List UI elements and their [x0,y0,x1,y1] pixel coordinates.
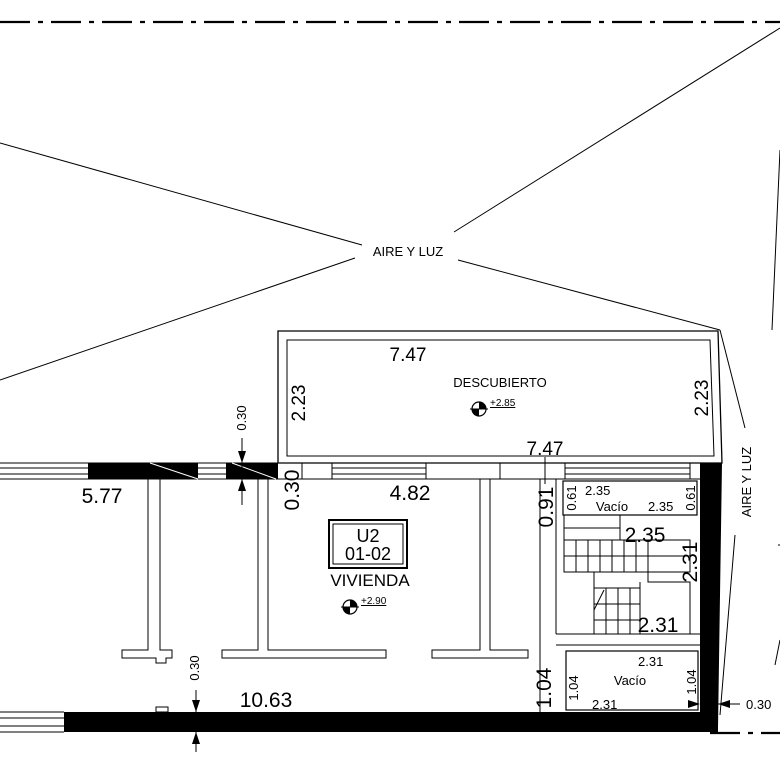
upper-wall [0,462,700,480]
level-vivienda: +2.90 [361,596,387,607]
staircase [563,515,691,635]
dim-descubierto-width-top: 7.47 [390,345,427,366]
right-wall [700,463,722,728]
dim-total-bottom-width: 10.63 [240,689,293,712]
dim-left-room-width: 5.77 [82,485,123,508]
unit-tag-box [328,519,408,569]
vacio-bottom-label: Vacío [614,673,646,688]
unit-number: 01-02 [345,544,391,564]
dim-marker-bottom [192,690,200,752]
dim-descubierto-height-right: 2.23 [692,380,713,417]
dim-stair-gap-height: 0.91 [535,487,558,528]
vacio-top-box [562,480,698,516]
dim-wall-thickness-vertical: 0.30 [281,470,304,511]
dim-vacio-bottom-height-b: 1.04 [684,669,699,694]
dim-descubierto-width-bottom: 7.47 [527,439,564,460]
dim-vacio-top-width-a: 2.35 [585,483,610,498]
dim-vacio-bottom-height-a: 1.04 [566,675,581,700]
vacio-bottom-box [565,650,699,711]
dim-marker-right [688,700,740,708]
dim-vacio-bottom-width-a: 2.31 [638,654,663,669]
interior-partitions [121,479,700,713]
dim-wall-thickness-bottom: 0.30 [187,655,202,680]
bottom-wall [64,712,718,732]
dim-vacio-top-width-b: 2.35 [648,499,673,514]
dim-stair-height: 2.31 [679,542,702,583]
dim-wall-thickness-top: 0.30 [234,405,249,430]
dim-descubierto-height-left: 2.23 [289,385,310,422]
vacio-top-label: Vacío [596,499,628,514]
descubierto-inner [286,339,715,457]
vivienda-label: VIVIENDA [330,571,410,590]
dim-marker-top [238,438,246,505]
dim-wall-thickness-right: 0.30 [746,697,771,712]
dim-stair-width-lower: 2.31 [638,614,679,637]
level-descubierto: +2.85 [490,398,516,409]
unit-tag-inner [332,523,404,565]
descubierto-label: DESCUBIERTO [453,375,546,390]
dim-lower-gap-height: 1.04 [533,667,556,708]
aire-luz-lines [0,27,780,716]
aire-luz-right-label: AIRE Y LUZ [739,447,754,517]
aire-luz-top-label: AIRE Y LUZ [373,244,443,259]
descubierto-outline [277,330,723,464]
dim-center-room-width: 4.82 [390,482,431,505]
dim-vacio-top-height-b: 0.61 [683,485,698,510]
dim-vacio-top-height-a: 0.61 [564,485,579,510]
level-marker-vivienda [341,599,359,615]
bottom-wall-window [0,711,64,733]
dim-stair-width-upper: 2.35 [625,524,666,547]
unit-code: U2 [356,526,379,546]
level-marker-descubierto [470,401,488,417]
dim-vacio-bottom-width-b: 2.31 [592,697,617,712]
